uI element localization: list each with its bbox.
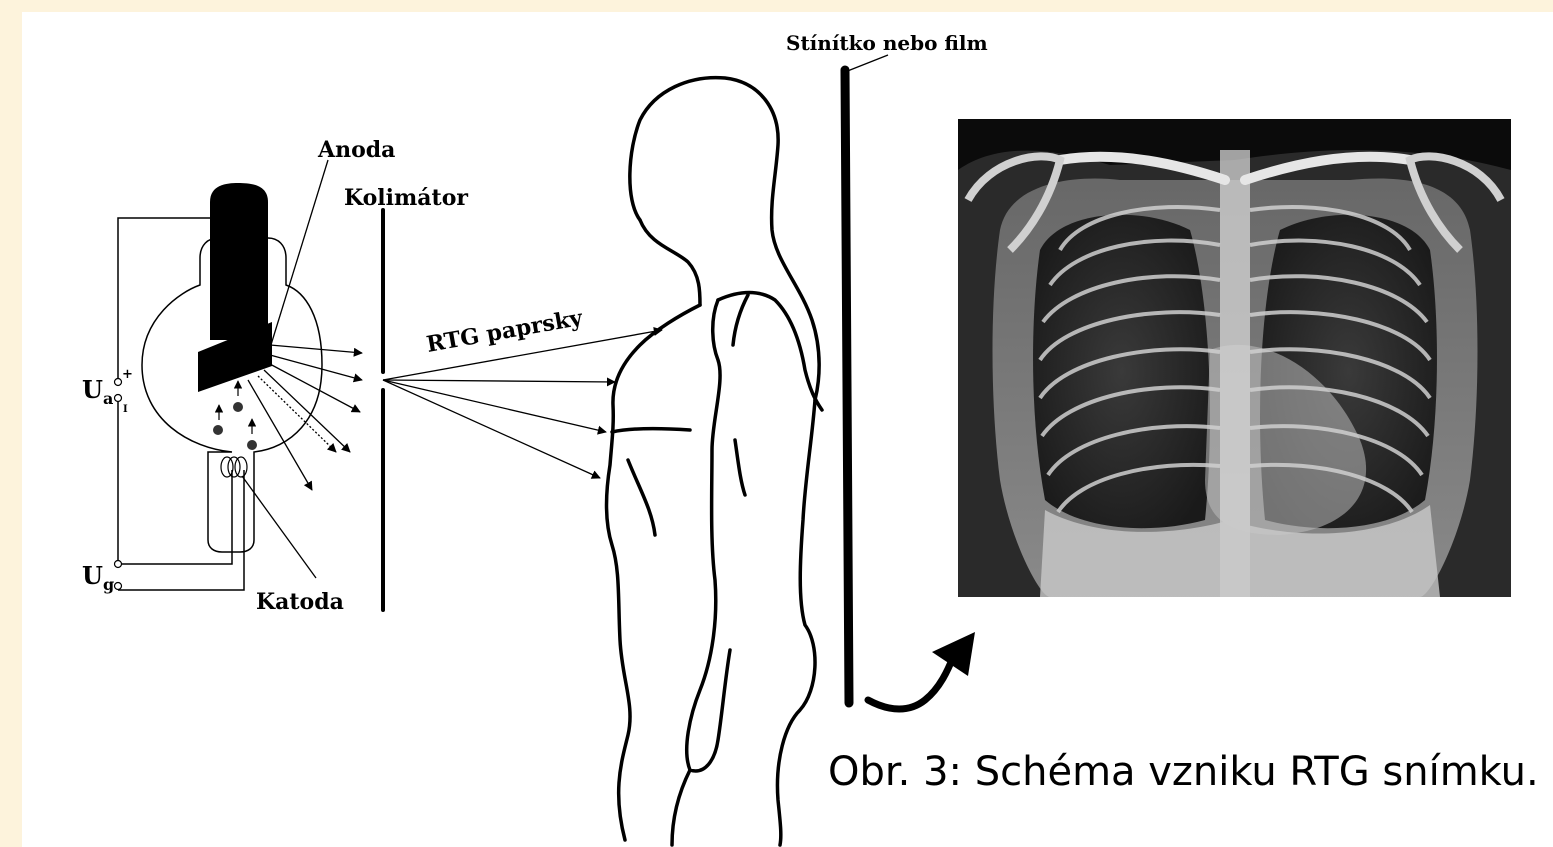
- screen-label: Stínítko nebo film: [786, 31, 988, 55]
- anode-rod: [210, 183, 268, 340]
- collimator-label: Kolimátor: [344, 185, 468, 211]
- ua-minus-sign: I: [123, 404, 128, 415]
- figure-caption: Obr. 3: Schéma vzniku RTG snímku.: [828, 749, 1539, 795]
- chest-xray-image: [958, 119, 1511, 597]
- screen-film: [845, 70, 849, 703]
- cathode-label: Katoda: [256, 589, 344, 615]
- anode-label: Anoda: [317, 137, 395, 163]
- ua-plus-sign: +: [122, 367, 133, 382]
